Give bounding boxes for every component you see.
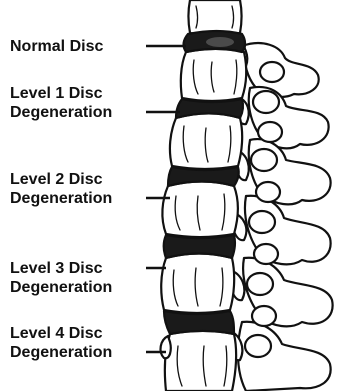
label-level-3-line2: Degeneration [10,278,112,297]
label-level-4-line2: Degeneration [10,343,112,362]
label-level-1: Level 1 Disc Degeneration [10,84,112,122]
label-level-1-line1: Level 1 Disc [10,84,112,103]
label-level-4: Level 4 Disc Degeneration [10,324,112,362]
label-level-2-line2: Degeneration [10,189,112,208]
label-level-2: Level 2 Disc Degeneration [10,170,112,208]
label-normal-disc-text: Normal Disc [10,37,103,56]
label-level-3-line1: Level 3 Disc [10,259,112,278]
label-normal-disc: Normal Disc [10,37,103,56]
label-level-3: Level 3 Disc Degeneration [10,259,112,297]
label-level-4-line1: Level 4 Disc [10,324,112,343]
bone-spur [161,336,171,358]
level-3-disc [164,235,235,258]
label-level-1-line2: Degeneration [10,103,112,122]
label-level-2-line1: Level 2 Disc [10,170,112,189]
level-4-disc [164,311,234,334]
